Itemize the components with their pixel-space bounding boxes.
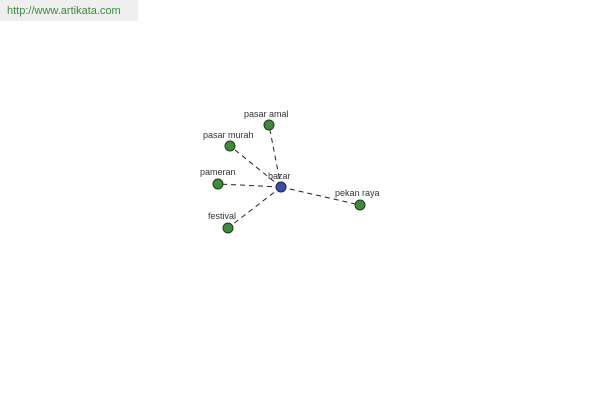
node-label-pasar-amal[interactable]: pasar amal <box>244 109 289 119</box>
edge-bazar-pekan-raya <box>280 186 361 206</box>
edge-bazar-pasar-murah <box>229 145 282 188</box>
node-label-bazar: bazar <box>268 171 291 181</box>
edge-bazar-pameran <box>217 183 282 188</box>
node-pasar-amal[interactable] <box>263 119 275 131</box>
node-pekan-raya[interactable] <box>354 199 366 211</box>
node-center-bazar[interactable] <box>275 181 287 193</box>
node-festival[interactable] <box>222 222 234 234</box>
node-label-pameran[interactable]: pameran <box>200 167 236 177</box>
edge-bazar-pasar-amal <box>268 124 282 188</box>
edges-layer <box>217 124 361 229</box>
node-label-festival[interactable]: festival <box>208 211 236 221</box>
node-pameran[interactable] <box>212 178 224 190</box>
node-label-pasar-murah[interactable]: pasar murah <box>203 130 254 140</box>
nodes-layer <box>212 119 366 234</box>
edge-bazar-festival <box>227 186 282 229</box>
node-pasar-murah[interactable] <box>224 140 236 152</box>
source-url-banner[interactable]: http://www.artikata.com <box>0 0 138 21</box>
node-label-pekan-raya[interactable]: pekan raya <box>335 188 380 198</box>
labels-layer: pasar amal pasar murah pameran festival peka… <box>200 109 380 221</box>
